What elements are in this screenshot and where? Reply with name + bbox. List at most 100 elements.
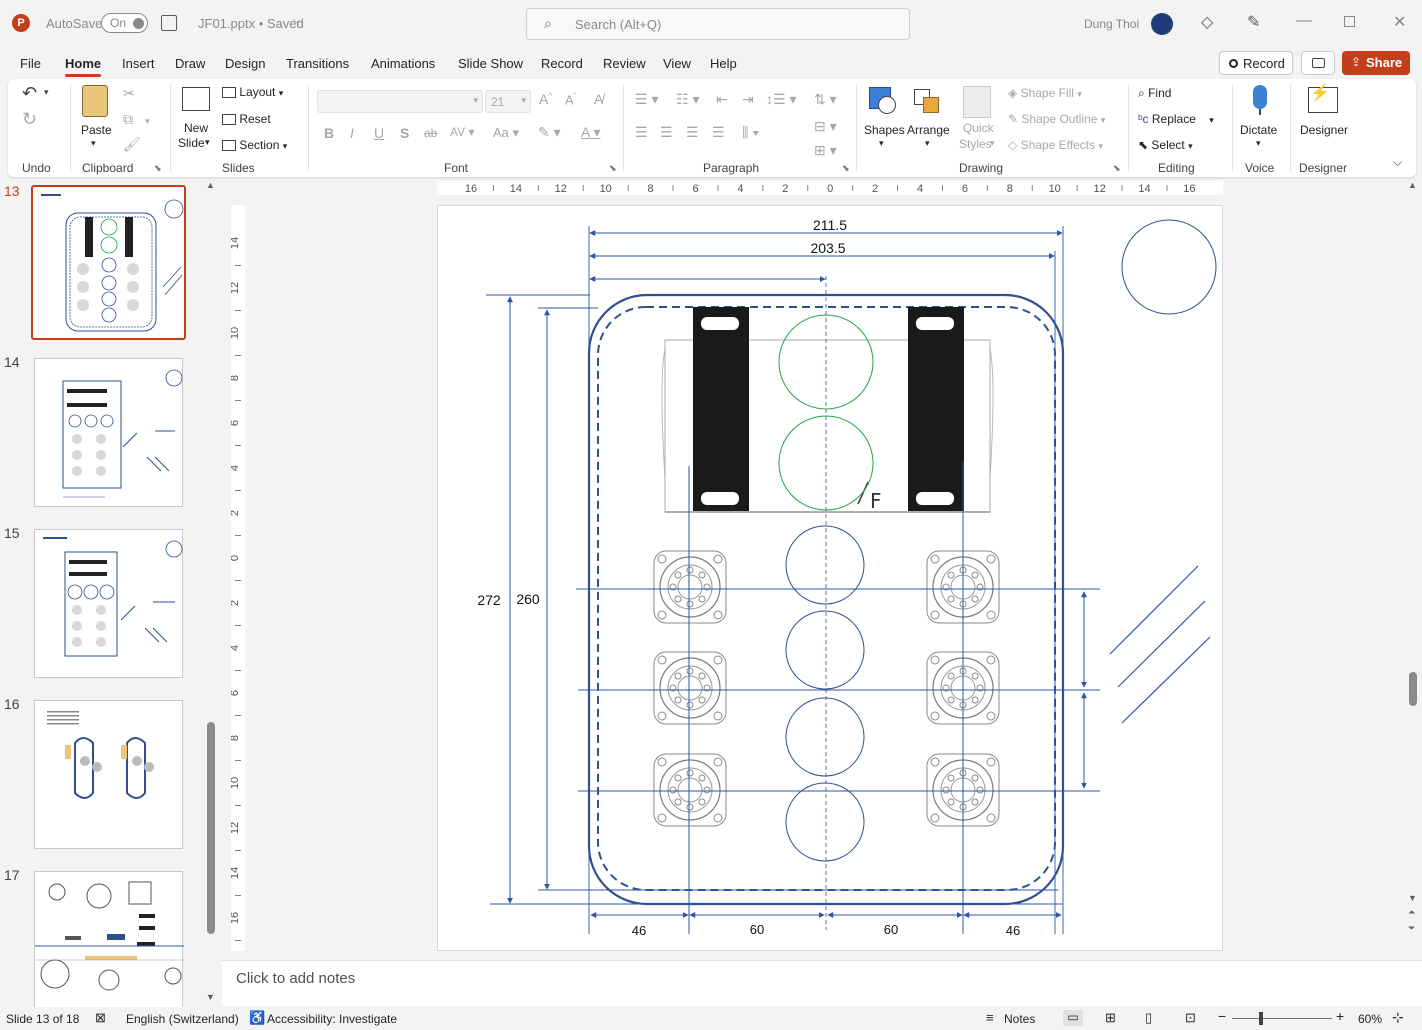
save-icon[interactable] — [161, 15, 177, 31]
slide-canvas[interactable]: F — [437, 205, 1223, 951]
total-height-label[interactable]: 272 — [477, 592, 501, 608]
spelling-check-icon[interactable]: ⊠ — [95, 1010, 106, 1025]
zoom-slider-thumb[interactable] — [1259, 1012, 1263, 1025]
maximize-icon[interactable] — [1344, 16, 1355, 27]
underline-icon[interactable]: U — [374, 125, 385, 141]
slide-scroll-thumb[interactable] — [1409, 672, 1417, 706]
file-name[interactable]: JF01.pptx • Saved — [198, 16, 304, 31]
increase-indent-icon[interactable]: ⇥ — [742, 91, 754, 107]
align-right-icon[interactable]: ☰ — [686, 124, 699, 140]
record-button[interactable]: Record — [1219, 51, 1293, 75]
pen-icon[interactable]: ✎ — [1247, 14, 1261, 31]
diagonal-line-3[interactable] — [1121, 636, 1211, 724]
close-icon[interactable]: ✕ — [1393, 14, 1407, 31]
tab-design[interactable]: Design — [225, 56, 266, 71]
blue-circle-1[interactable] — [785, 525, 865, 605]
collapse-ribbon-icon[interactable]: ⌵ — [1393, 155, 1403, 169]
zoom-slider[interactable] — [1232, 1012, 1332, 1025]
section-button[interactable]: Section ▾ — [222, 138, 287, 152]
share-button[interactable]: ⇪ Share — [1342, 51, 1410, 75]
decrease-font-icon[interactable]: Aˇ — [565, 92, 577, 108]
shape-outline-button[interactable]: ✎ Shape Outline ▾ — [1008, 112, 1105, 126]
tab-home[interactable]: Home — [65, 56, 102, 71]
bottom-dim-label-3[interactable]: 60 — [884, 922, 898, 937]
redo-icon[interactable]: ↻ — [22, 109, 38, 129]
tab-view[interactable]: View — [663, 56, 691, 71]
reset-button[interactable]: Reset — [222, 112, 271, 126]
connector-image-1[interactable] — [653, 550, 727, 624]
notes-icon[interactable]: ≡ — [986, 1010, 994, 1025]
scroll-up-icon[interactable]: ▲ — [1408, 180, 1417, 190]
numbering-icon[interactable]: ☷ ▾ — [676, 91, 700, 107]
dialog-launcher-icon[interactable]: ⬊ — [609, 163, 617, 173]
reading-view-icon[interactable]: ▯ — [1145, 1010, 1153, 1025]
scroll-up-icon[interactable]: ▲ — [206, 180, 215, 190]
diagonal-line-2[interactable] — [1117, 600, 1206, 688]
chevron-down-icon[interactable]: ▾ — [44, 87, 49, 97]
bullets-icon[interactable]: ☰ ▾ — [635, 91, 659, 107]
tab-transitions[interactable]: Transitions — [286, 56, 350, 71]
language-indicator[interactable]: English (Switzerland) — [126, 1012, 239, 1026]
clear-formatting-icon[interactable]: A̸ — [594, 91, 604, 107]
connector-image-5[interactable] — [653, 753, 727, 827]
notes-placeholder[interactable]: Click to add notes — [236, 970, 356, 987]
shadow-icon[interactable]: S — [400, 125, 410, 141]
comments-button[interactable] — [1301, 51, 1335, 75]
notes-toggle[interactable]: Notes — [1004, 1012, 1036, 1026]
tab-draw[interactable]: Draw — [175, 56, 206, 71]
zoom-in-icon[interactable]: + — [1336, 1008, 1345, 1024]
slide-thumbnail-17[interactable] — [34, 871, 184, 1007]
autosave-toggle[interactable]: On — [101, 13, 148, 33]
layout-button[interactable]: Layout ▾ — [222, 85, 283, 99]
text-direction-icon[interactable]: ⇅ ▾ — [814, 91, 837, 107]
chevron-down-icon[interactable]: ▾ — [145, 116, 150, 126]
next-slide-icon[interactable]: ⏷ — [1408, 923, 1416, 933]
align-left-icon[interactable]: ☰ — [635, 124, 648, 140]
blue-circle-4[interactable] — [785, 782, 865, 862]
designer-button[interactable]: ⚡ Designer — [1298, 83, 1348, 155]
blue-circle-3[interactable] — [785, 697, 865, 777]
bottom-dim-label-2[interactable]: 60 — [750, 922, 764, 937]
minimize-icon[interactable]: — — [1296, 12, 1312, 29]
justify-icon[interactable]: ☰ — [712, 124, 725, 140]
accessibility-status[interactable]: Accessibility: Investigate — [267, 1012, 398, 1026]
tab-record[interactable]: Record — [541, 56, 583, 71]
slide-thumbnail-15[interactable] — [34, 529, 183, 678]
slide-scrollbar[interactable]: ▲ ▼ ⏶ ⏷ — [1405, 180, 1422, 940]
tab-insert[interactable]: Insert — [122, 56, 155, 71]
thumbnail-scrollbar[interactable]: ▲ ▼ — [205, 180, 217, 1006]
character-spacing-icon[interactable]: AV ▾ — [450, 125, 475, 139]
slideshow-icon[interactable]: ⊡ — [1185, 1010, 1196, 1025]
tab-animations[interactable]: Animations — [371, 56, 436, 71]
replace-button[interactable]: ᵇc Replace ▾ — [1138, 112, 1214, 126]
columns-icon[interactable]: ⫼ ▾ — [742, 124, 760, 140]
previous-slide-icon[interactable]: ⏶ — [1408, 907, 1416, 917]
font-size-field[interactable]: 21 ▾ — [485, 90, 531, 113]
bold-icon[interactable]: B — [324, 125, 335, 141]
cut-icon[interactable]: ✂ — [123, 85, 135, 101]
dictate-button[interactable]: Dictate ▾ — [1238, 83, 1282, 155]
user-name[interactable]: Dung Thoi — [1084, 17, 1140, 31]
increase-font-icon[interactable]: A^ — [539, 91, 553, 107]
shapes-button[interactable]: Shapes ▾ — [862, 83, 905, 155]
align-text-icon[interactable]: ⊟ ▾ — [814, 118, 837, 134]
quick-styles-button[interactable]: Quick Styles ▾ — [956, 83, 998, 155]
slide-thumbnail-16[interactable] — [34, 700, 183, 849]
terminal-block-image[interactable]: F — [661, 307, 994, 513]
find-button[interactable]: ⌕ Find — [1138, 86, 1171, 101]
connector-image-3[interactable] — [653, 651, 727, 725]
blue-circle-2[interactable] — [785, 610, 865, 690]
zoom-level[interactable]: 60% — [1358, 1012, 1383, 1026]
avatar[interactable] — [1151, 13, 1173, 35]
format-painter-icon[interactable]: 🖌 — [123, 136, 141, 152]
shape-effects-button[interactable]: ◇ Shape Effects ▾ — [1008, 138, 1103, 152]
slide-thumbnail-14[interactable] — [34, 358, 183, 507]
undo-icon[interactable]: ↶ — [22, 83, 38, 103]
scroll-down-icon[interactable]: ▼ — [1408, 893, 1417, 903]
copy-icon[interactable]: ⧉ — [123, 111, 133, 127]
notes-pane[interactable]: Click to add notes — [222, 960, 1422, 1006]
accessibility-icon[interactable]: ♿ — [249, 1010, 266, 1025]
enclosure-inner-dashed-outline[interactable] — [597, 306, 1056, 891]
dialog-launcher-icon[interactable]: ⬊ — [154, 163, 162, 173]
search-box[interactable]: ⌕ Search (Alt+Q) — [526, 8, 910, 40]
